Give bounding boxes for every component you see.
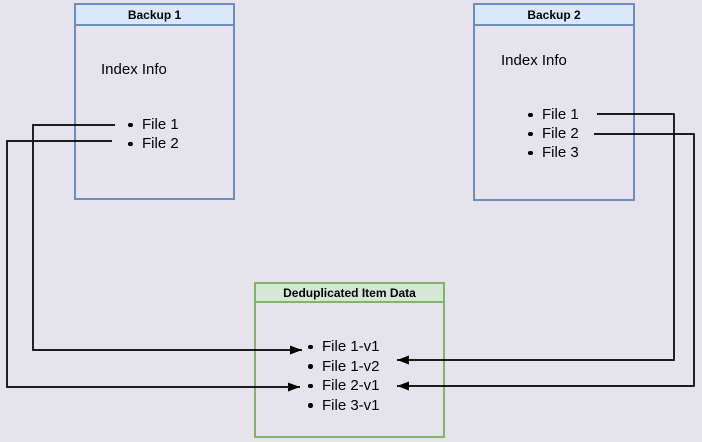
backup2-title: Backup 2 <box>475 5 633 26</box>
list-item: File 1 <box>128 116 179 133</box>
backup2-box: Backup 2 Index Info File 1 File 2 File 3 <box>473 3 635 201</box>
backup1-title: Backup 1 <box>76 5 233 26</box>
list-item: File 3 <box>528 144 579 161</box>
dedup-title: Deduplicated Item Data <box>256 284 443 303</box>
list-item: File 2 <box>528 125 579 142</box>
list-item: File 1 <box>528 106 579 123</box>
list-item: File 2 <box>128 135 179 152</box>
backup2-index-info-label: Index Info <box>501 52 567 69</box>
backup2-file-list: File 1 File 2 File 3 <box>528 105 579 162</box>
list-item: File 2-v1 <box>308 377 380 394</box>
backup1-box: Backup 1 Index Info File 1 File 2 <box>74 3 235 200</box>
backup1-index-info-label: Index Info <box>101 61 167 78</box>
backup1-file-list: File 1 File 2 <box>128 115 179 153</box>
deduplicated-item-data-box: Deduplicated Item Data File 1-v1 File 1-… <box>254 282 445 438</box>
dedup-file-list: File 1-v1 File 1-v2 File 2-v1 File 3-v1 <box>308 337 380 415</box>
list-item: File 1-v2 <box>308 357 380 375</box>
list-item: File 1-v1 <box>308 338 380 355</box>
list-item: File 3-v1 <box>308 396 380 414</box>
